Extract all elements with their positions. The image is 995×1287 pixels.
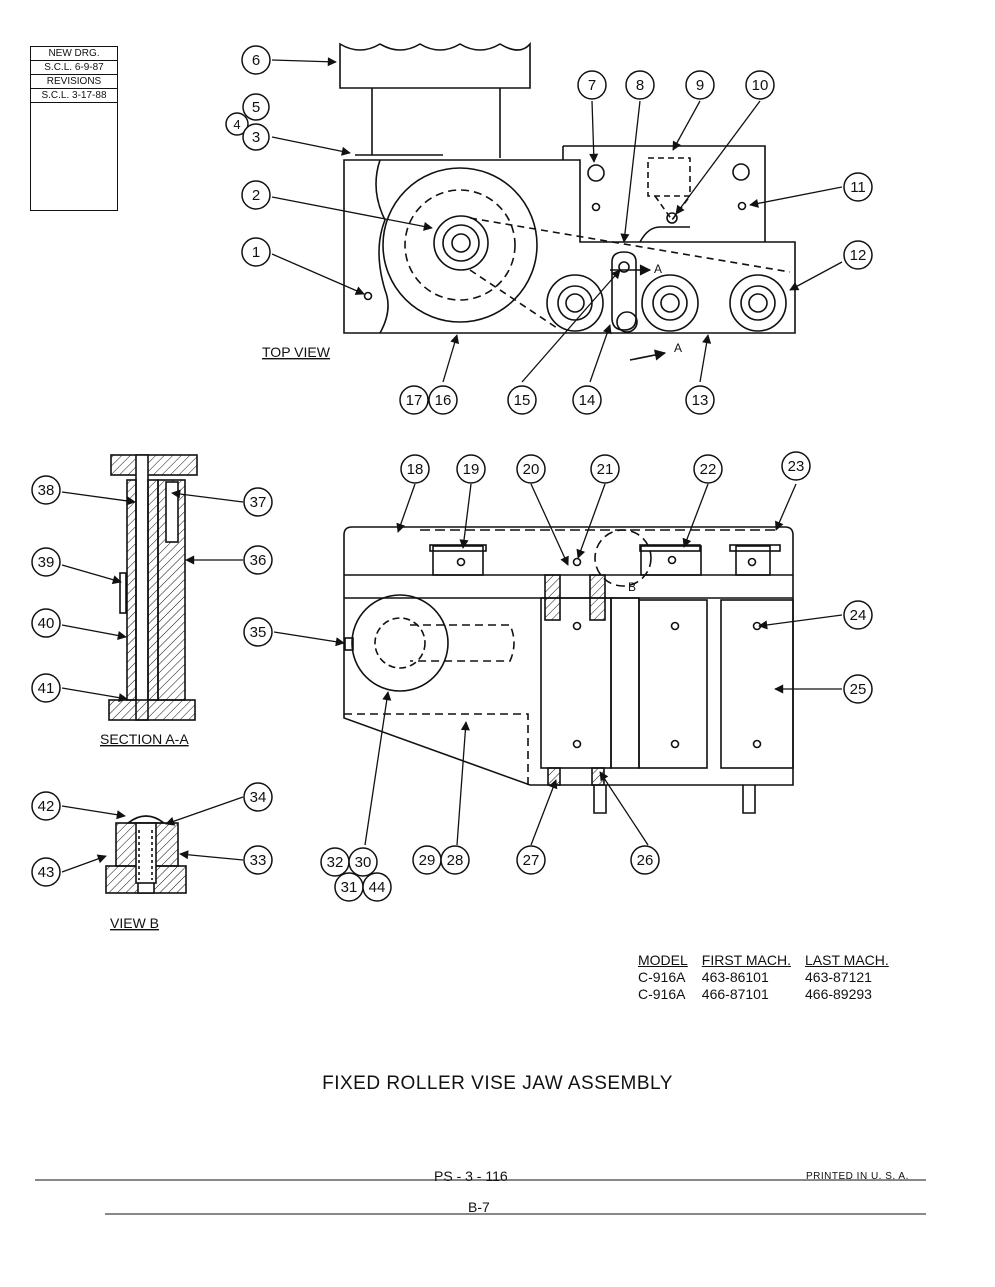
- detail-marker: B: [628, 580, 636, 594]
- callout-14: 14: [579, 392, 596, 409]
- callout-21: 21: [597, 461, 614, 478]
- section-aa-label: SECTION A-A: [100, 731, 189, 747]
- new-drawing-label: NEW DRG.: [31, 47, 117, 61]
- model-cell: C-916A: [638, 969, 686, 985]
- callout-6: 6: [252, 52, 260, 69]
- table-row: C-916A 466-87101 466-89293: [638, 986, 903, 1003]
- callout-35: 35: [250, 624, 267, 641]
- callout-8: 8: [636, 77, 644, 94]
- first-mach-cell: 463-86101: [701, 969, 769, 985]
- callout-40: 40: [38, 615, 55, 632]
- view-b-label: VIEW B: [110, 915, 159, 931]
- callout-26: 26: [637, 852, 654, 869]
- callout-16: 16: [435, 392, 452, 409]
- callout-32: 32: [327, 854, 344, 871]
- drawing-title: FIXED ROLLER VISE JAW ASSEMBLY: [322, 1073, 673, 1094]
- callout-43: 43: [38, 864, 55, 881]
- callout-3: 3: [252, 129, 260, 146]
- callout-38: 38: [38, 482, 55, 499]
- callout-bubbles: [31, 45, 873, 902]
- printed-label: PRINTED IN U. S. A.: [806, 1171, 909, 1182]
- callout-37: 37: [250, 494, 267, 511]
- callout-15: 15: [514, 392, 531, 409]
- callout-36: 36: [250, 552, 267, 569]
- revision-entry: S.C.L. 3-17-88: [31, 89, 117, 103]
- callout-42: 42: [38, 798, 55, 815]
- section-aa-drawing: [108, 454, 198, 721]
- callout-1: 1: [252, 244, 260, 261]
- callout-5: 5: [252, 99, 260, 116]
- page-number: B-7: [468, 1199, 490, 1215]
- section-marker-bottom: A: [674, 341, 682, 355]
- model-table: MODEL FIRST MACH. LAST MACH. C-916A 463-…: [638, 952, 903, 1003]
- callout-9: 9: [696, 77, 704, 94]
- table-row: C-916A 463-86101 463-87121: [638, 969, 903, 986]
- callout-23: 23: [788, 458, 805, 475]
- doc-number: PS - 3 - 116: [434, 1168, 508, 1184]
- callout-10: 10: [752, 77, 769, 94]
- callout-22: 22: [700, 461, 717, 478]
- callout-28: 28: [447, 852, 464, 869]
- leader-lines: [61, 57, 843, 873]
- callout-39: 39: [38, 554, 55, 571]
- first-mach-cell: 466-87101: [701, 986, 769, 1002]
- callout-31: 31: [341, 879, 358, 896]
- callout-2: 2: [252, 187, 260, 204]
- callout-33: 33: [250, 852, 267, 869]
- last-mach-cell: 463-87121: [805, 969, 872, 985]
- callout-numbers: 6 4 5 3 2 1 7 8 9 10 11 12 13 14 15 16 1…: [38, 52, 867, 896]
- view-b-drawing: [105, 815, 187, 894]
- top-view-label: TOP VIEW: [262, 344, 331, 360]
- callout-4: 4: [233, 117, 240, 132]
- revisions-label: REVISIONS: [31, 75, 117, 89]
- callout-30: 30: [355, 854, 372, 871]
- callout-7: 7: [588, 77, 596, 94]
- section-marker-top: A: [654, 262, 662, 276]
- last-mach-cell: 466-89293: [805, 986, 872, 1002]
- callout-29: 29: [419, 852, 436, 869]
- callout-24: 24: [850, 607, 867, 624]
- top-view-drawing: [339, 41, 796, 361]
- callout-17: 17: [406, 392, 423, 409]
- callout-34: 34: [250, 789, 267, 806]
- callout-19: 19: [463, 461, 480, 478]
- callout-13: 13: [692, 392, 709, 409]
- revision-block: NEW DRG. S.C.L. 6-9-87 REVISIONS S.C.L. …: [30, 46, 118, 211]
- model-header: MODEL: [638, 952, 688, 968]
- callout-18: 18: [407, 461, 424, 478]
- callout-27: 27: [523, 852, 540, 869]
- callout-11: 11: [850, 179, 866, 196]
- callout-20: 20: [523, 461, 540, 478]
- last-mach-header: LAST MACH.: [805, 952, 889, 968]
- first-mach-header: FIRST MACH.: [701, 952, 791, 968]
- callout-12: 12: [850, 247, 867, 264]
- new-drawing-date: S.C.L. 6-9-87: [31, 61, 117, 75]
- callout-25: 25: [850, 681, 867, 698]
- model-cell: C-916A: [638, 986, 686, 1002]
- callout-41: 41: [38, 680, 55, 697]
- callout-44: 44: [369, 879, 386, 896]
